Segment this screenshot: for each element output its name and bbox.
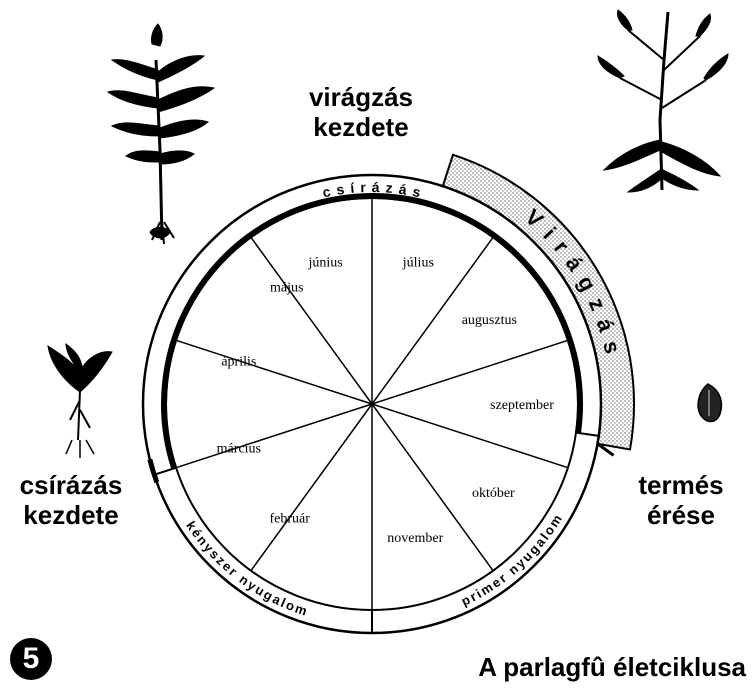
active-season-arc xyxy=(161,193,583,470)
month-label: október xyxy=(472,486,515,501)
ring-divider xyxy=(153,466,177,476)
month-divider xyxy=(175,403,373,469)
month-label: február xyxy=(269,511,310,526)
month-label: március xyxy=(217,441,261,456)
figure-caption: A parlagfû életciklusa xyxy=(478,652,746,682)
month-label: június xyxy=(308,255,343,270)
fruit-ripening-mark xyxy=(596,442,615,457)
month-label: augusztus xyxy=(462,313,517,328)
month-label: május xyxy=(270,281,303,296)
month-divider xyxy=(250,403,373,572)
primary-dormancy-label: primer nyugalom xyxy=(459,510,566,608)
month-label: április xyxy=(221,355,256,370)
ring-divider xyxy=(575,431,599,437)
month-labels: június július augusztus szeptember október no… xyxy=(217,255,555,546)
flowering-start-label: virágzás kezdete xyxy=(308,82,414,142)
month-wheel xyxy=(141,173,615,635)
month-label: július xyxy=(402,255,434,270)
month-divider xyxy=(371,339,569,405)
month-divider xyxy=(371,403,494,572)
young-plant-illustration xyxy=(106,23,216,245)
germination-ring-label: c s í r á z á s xyxy=(321,179,423,201)
month-label: november xyxy=(387,531,443,546)
month-divider xyxy=(371,236,494,405)
month-divider xyxy=(371,403,569,469)
figure-number-badge: 5 xyxy=(10,638,52,680)
germination-start-label: csírázás kezdete xyxy=(19,470,123,530)
month-label: szeptember xyxy=(490,398,554,413)
flowering-plant-illustration xyxy=(597,9,729,193)
seedling-plant-illustration xyxy=(47,342,113,458)
month-divider xyxy=(175,339,373,405)
month-divider xyxy=(250,236,373,405)
germination-start-mark xyxy=(147,458,160,484)
seed-illustration xyxy=(697,383,723,423)
fruit-ripening-label: termés érése xyxy=(638,470,724,530)
